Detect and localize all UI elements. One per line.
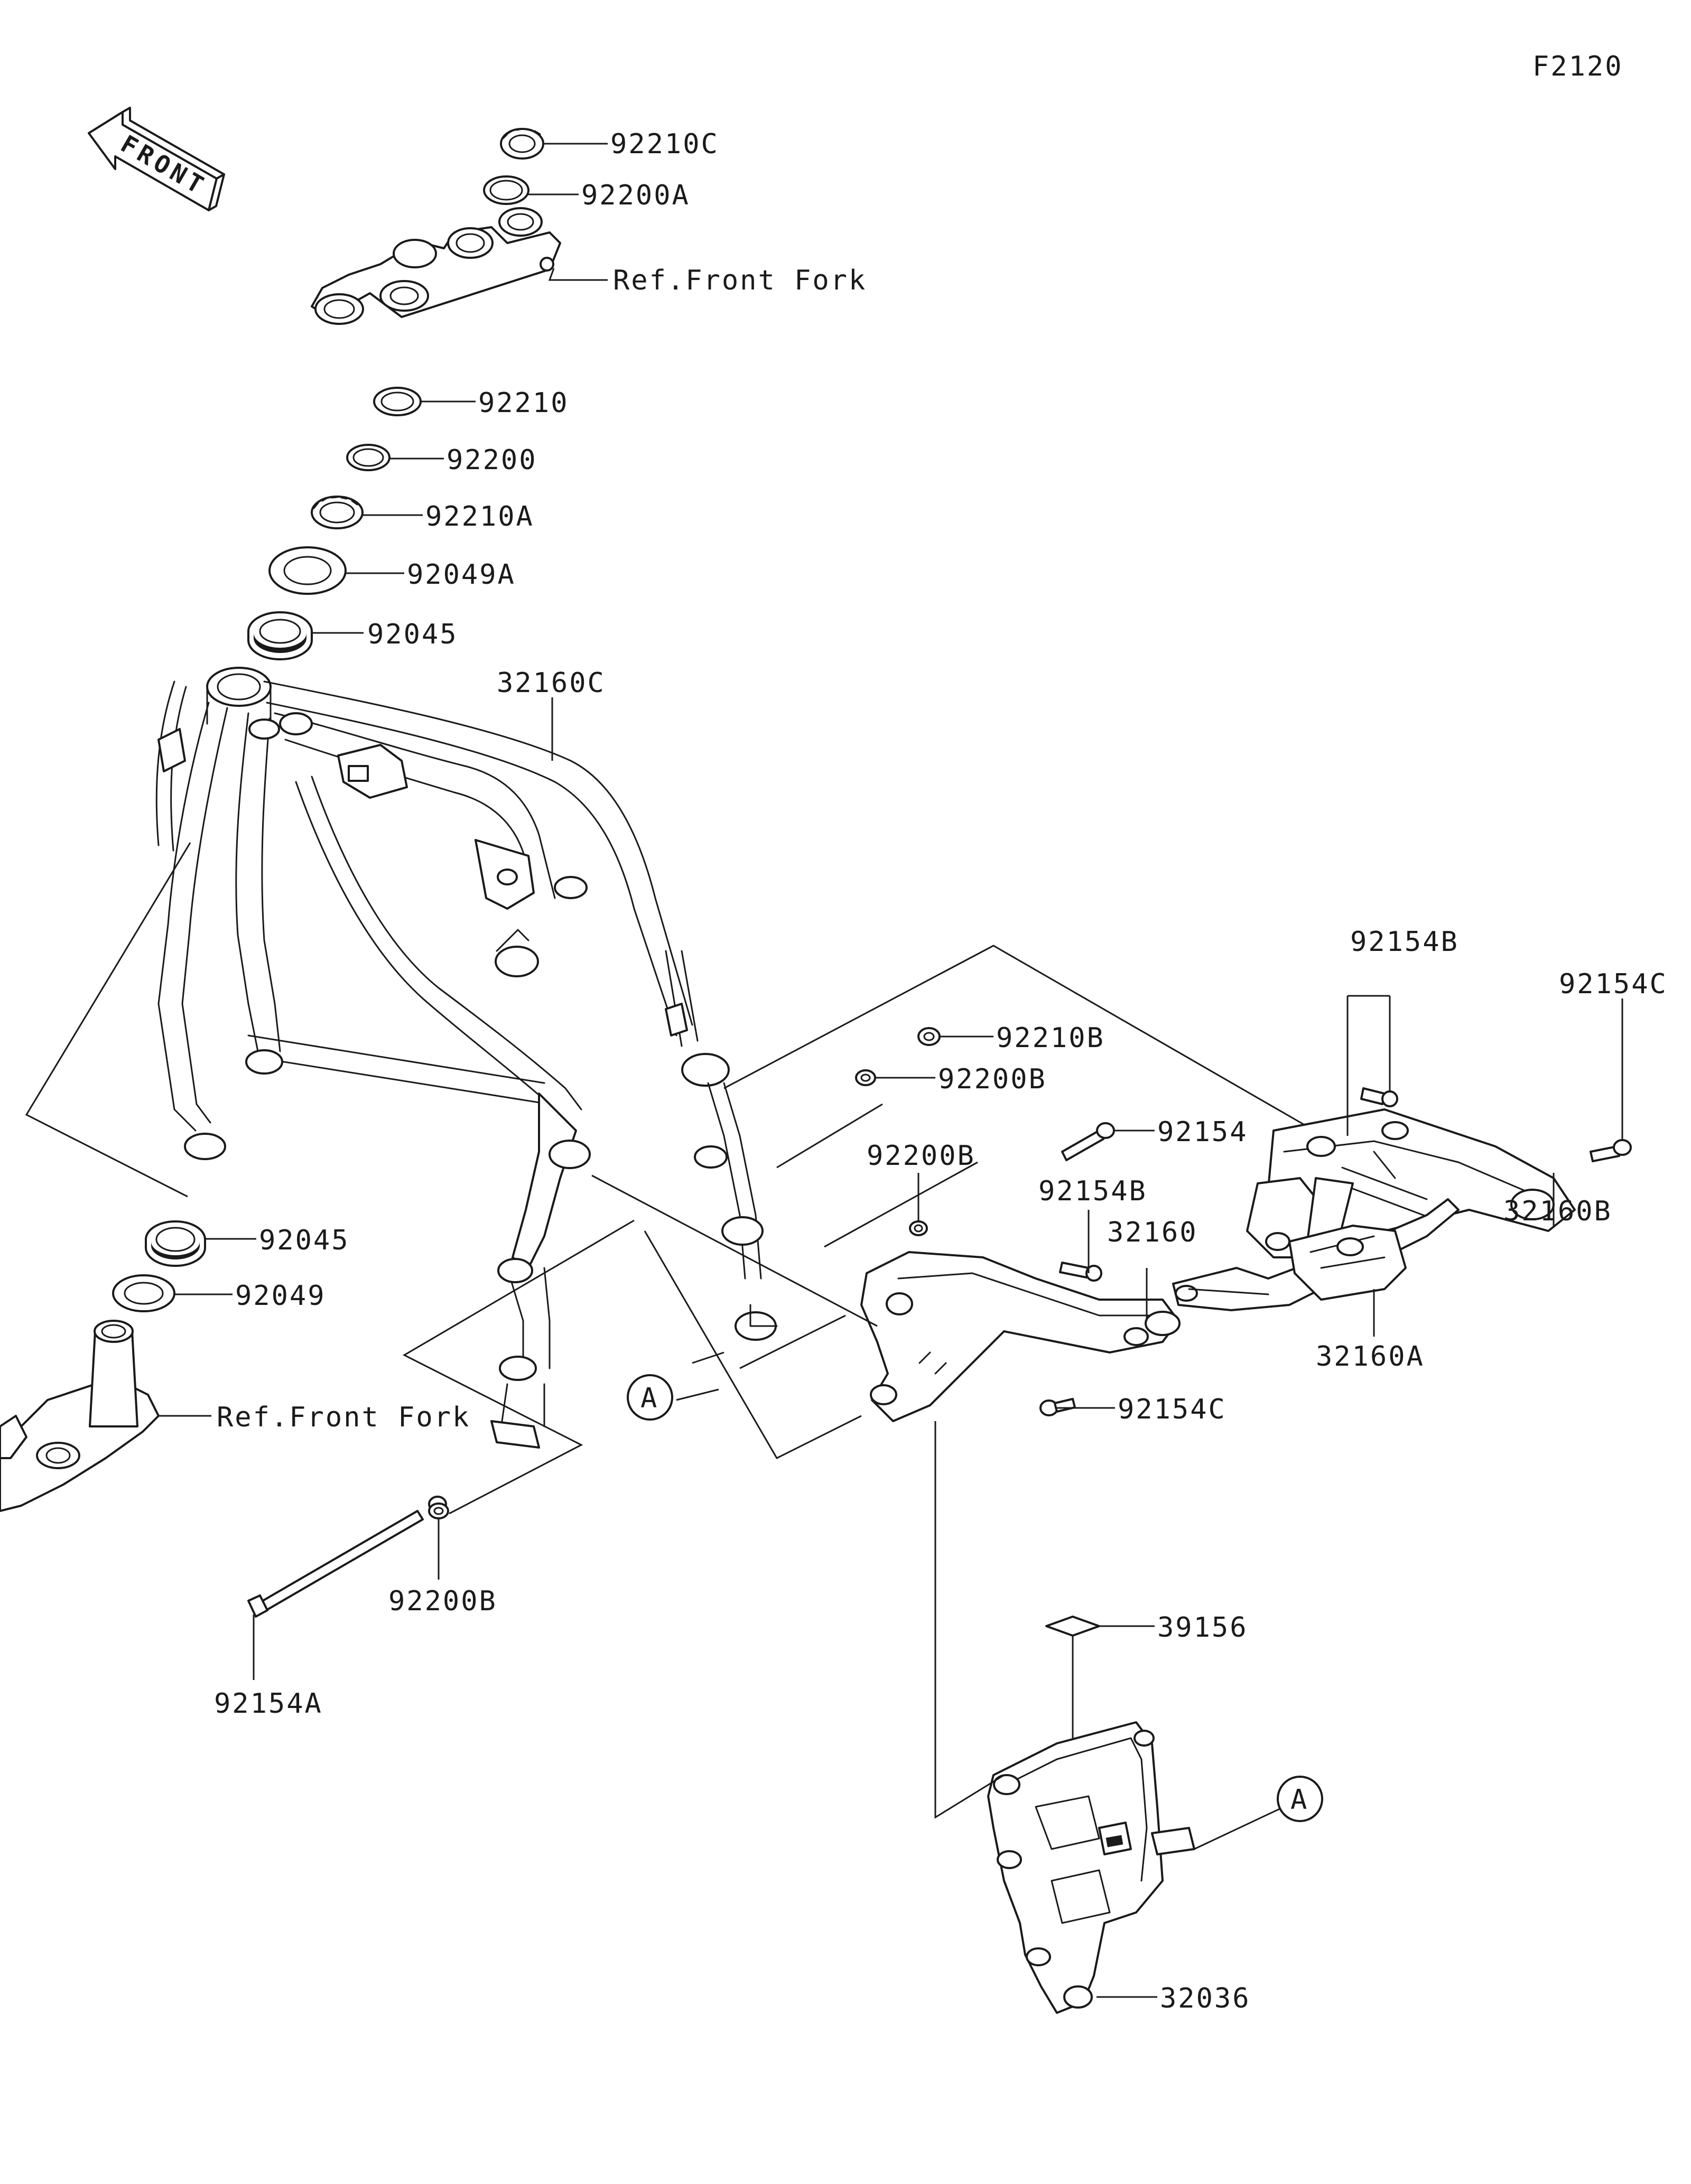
bolt-92154B-center [1059,1262,1102,1282]
callout-a-right: A [1277,1776,1323,1822]
label-92045-bottom: 92045 [259,1225,350,1256]
nut-92210A [311,496,364,529]
label-39156: 39156 [1157,1612,1248,1644]
front-arrow-icon: FRONT [88,107,225,211]
nut-92210 [373,387,422,416]
callout-a-right-label: A [1290,1784,1308,1816]
label-ref-front-fork-bottom: Ref.Front Fork [217,1402,470,1433]
bracket-32160 [860,1251,1181,1422]
label-ref-front-fork-top: Ref.Front Fork [613,265,867,296]
label-92200B-center: 92200B [867,1140,975,1172]
label-92210C: 92210C [610,128,719,160]
label-92045-top: 92045 [367,619,458,650]
lower-triple-clamp [0,1320,160,1512]
figure-code: F2120 [1532,51,1623,82]
label-92200A: 92200A [581,180,690,211]
part-labels: 92210C 92200A Ref.Front Fork 92210 92200… [214,128,1668,2014]
label-92154C-right: 92154C [1559,968,1668,1000]
leader-lines [25,143,1623,1998]
bolt-92154 [1061,1122,1115,1161]
washer-92200B-bottom [428,1502,449,1519]
label-92049: 92049 [235,1280,326,1312]
label-92210B: 92210B [996,1022,1105,1054]
seal-92049A [268,546,347,595]
label-92200B-bottom: 92200B [388,1585,497,1617]
seal-92049 [112,1274,175,1312]
label-32036: 32036 [1160,1983,1251,2014]
bracket-32036 [987,1721,1195,2014]
label-92200B-mid: 92200B [938,1063,1047,1095]
callout-a-left: A [627,1374,673,1421]
label-92154B-right: 92154B [1350,926,1459,958]
nut-92210C [500,128,544,160]
label-32160C: 32160C [497,667,606,699]
nut-92210B [917,1027,941,1046]
label-39156 [1045,1616,1100,1637]
subframe-32160A [1172,1198,1460,1311]
main-frame-32160C [155,667,778,1449]
label-32160: 32160 [1107,1217,1198,1248]
washer-92200A [483,175,529,205]
label-92154: 92154 [1157,1116,1248,1148]
label-92210A: 92210A [425,501,534,533]
label-92154A: 92154A [214,1688,323,1720]
bolt-92154B-right [1360,1087,1398,1107]
bearing-92045-top [247,611,313,660]
label-32160A: 32160A [1316,1341,1425,1373]
label-92210: 92210 [478,387,569,419]
bolt-92154C-right [1590,1139,1632,1162]
upper-triple-clamp [311,207,561,325]
callout-a-left-label: A [640,1383,658,1414]
label-92200: 92200 [447,444,537,476]
washer-92200 [346,444,391,471]
label-92049A: 92049A [407,559,516,591]
label-92154B-center: 92154B [1038,1175,1147,1207]
bearing-92045-bottom [145,1220,206,1267]
label-92154C-center: 92154C [1118,1394,1227,1425]
label-32160B: 32160B [1503,1196,1612,1227]
washer-92200B-mid [855,1069,876,1086]
subframe-32160B [1246,1108,1576,1258]
washer-92200B-center [909,1220,928,1236]
